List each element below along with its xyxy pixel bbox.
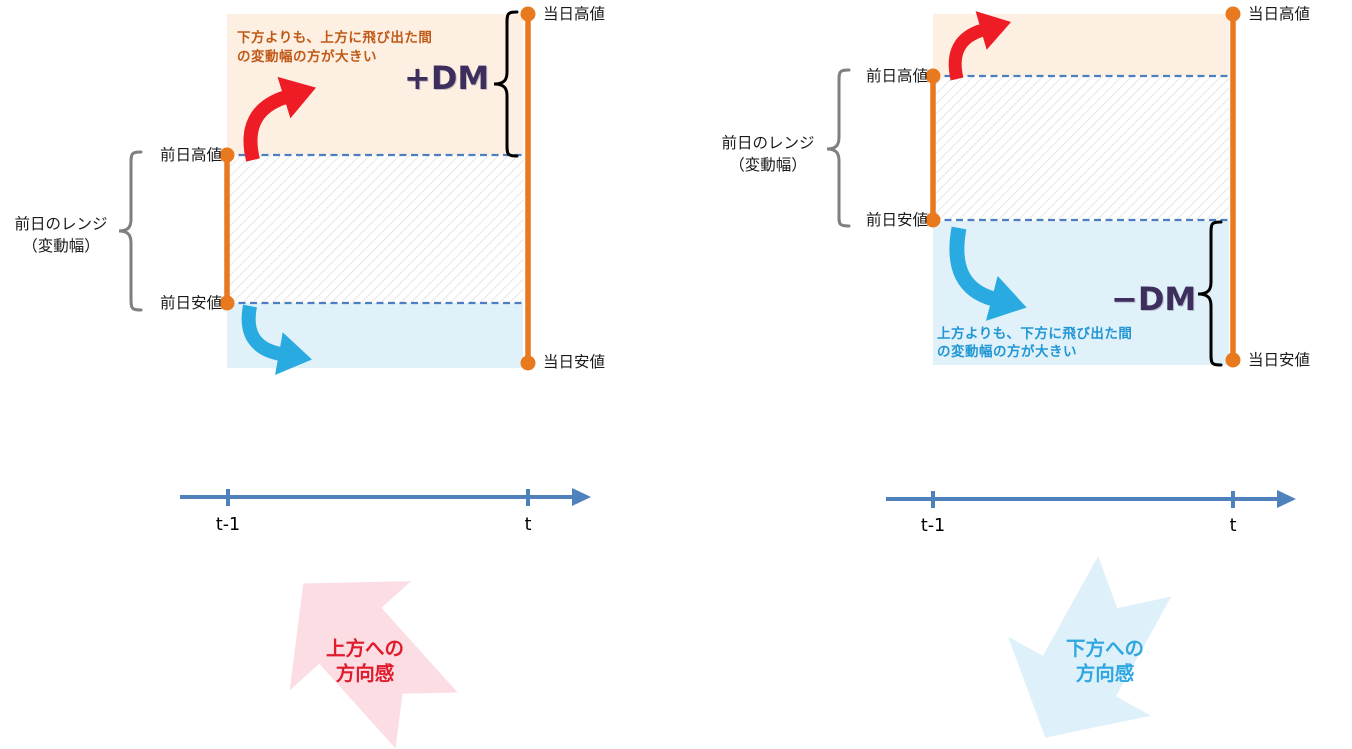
prev-high-label-right: 前日高値: [865, 67, 928, 85]
upside-breakout-arrow-right: [948, 11, 1012, 81]
plus-dm-zone-left: [227, 14, 523, 155]
t-minus-1-label-right: t-1: [920, 516, 946, 536]
prev-range-brace-right: [826, 68, 851, 228]
downside-note-line2-right: の変動幅の方が大きい: [937, 344, 1077, 360]
today-low-dot-left: [520, 355, 536, 371]
t-label-right: t: [1229, 516, 1237, 536]
prev-low-label-right: 前日安値: [865, 211, 928, 229]
prev-low-label-left: 前日安値: [159, 294, 222, 312]
prev-low-dot-left: [219, 295, 235, 311]
today-low-label-left: 当日安値: [543, 353, 606, 371]
prev-range-label-line2-right: （変動幅）: [729, 156, 807, 174]
timeline-arrowhead-left: [572, 488, 591, 506]
today-low-dot-right: [1225, 352, 1241, 368]
downward-direction-text-line2: 方向感: [1075, 662, 1135, 685]
today-high-label-right: 当日高値: [1248, 5, 1311, 23]
plus-dm-label: +DM: [404, 59, 490, 97]
t-label-left: t: [524, 515, 532, 535]
prev-high-label-left: 前日高値: [159, 146, 222, 164]
today-high-dot-right: [1225, 6, 1241, 22]
t-minus-1-label-left: t-1: [215, 515, 241, 535]
upside-breakout-arrow-left: [243, 76, 317, 162]
prev-high-dot-left: [219, 147, 235, 163]
prev-high-dot-right: [925, 68, 941, 84]
prev-day-range-hatch-left: [227, 155, 523, 303]
upward-direction-text-line2: 方向感: [335, 662, 395, 685]
upside-note-line2-left: の変動幅の方が大きい: [237, 49, 377, 65]
prev-range-label-line1-right: 前日のレンジ: [721, 134, 815, 152]
prev-range-label-line2-left: （変動幅）: [22, 237, 100, 255]
downward-direction-text-line1: 下方への: [1065, 637, 1144, 660]
downward-direction-big-arrow: [1007, 556, 1172, 738]
above-high-zone-right: [933, 14, 1229, 76]
today-high-dot-left: [520, 6, 536, 22]
prev-range-brace-left: [118, 150, 143, 312]
prev-day-range-hatch-right: [933, 76, 1229, 220]
plus-dm-brace-left: [493, 10, 519, 158]
downside-breakout-arrow-right: [949, 226, 1027, 321]
downside-breakout-arrow-left: [241, 304, 312, 375]
minus-dm-brace-right: [1197, 220, 1223, 367]
minus-dm-label: −DM: [1111, 280, 1197, 318]
upside-note-line1-left: 下方よりも、上方に飛び出た間: [237, 30, 433, 46]
prev-range-label-line1-left: 前日のレンジ: [14, 215, 108, 233]
today-high-label-left: 当日高値: [543, 5, 606, 23]
today-low-label-right: 当日安値: [1248, 351, 1311, 369]
upward-direction-text-line1: 上方への: [325, 637, 404, 660]
downside-note-line1-right: 上方よりも、下方に飛び出た間: [937, 326, 1133, 342]
upward-direction-big-arrow: [289, 581, 458, 749]
prev-low-dot-right: [925, 212, 941, 228]
timeline-arrowhead-right: [1277, 490, 1296, 508]
